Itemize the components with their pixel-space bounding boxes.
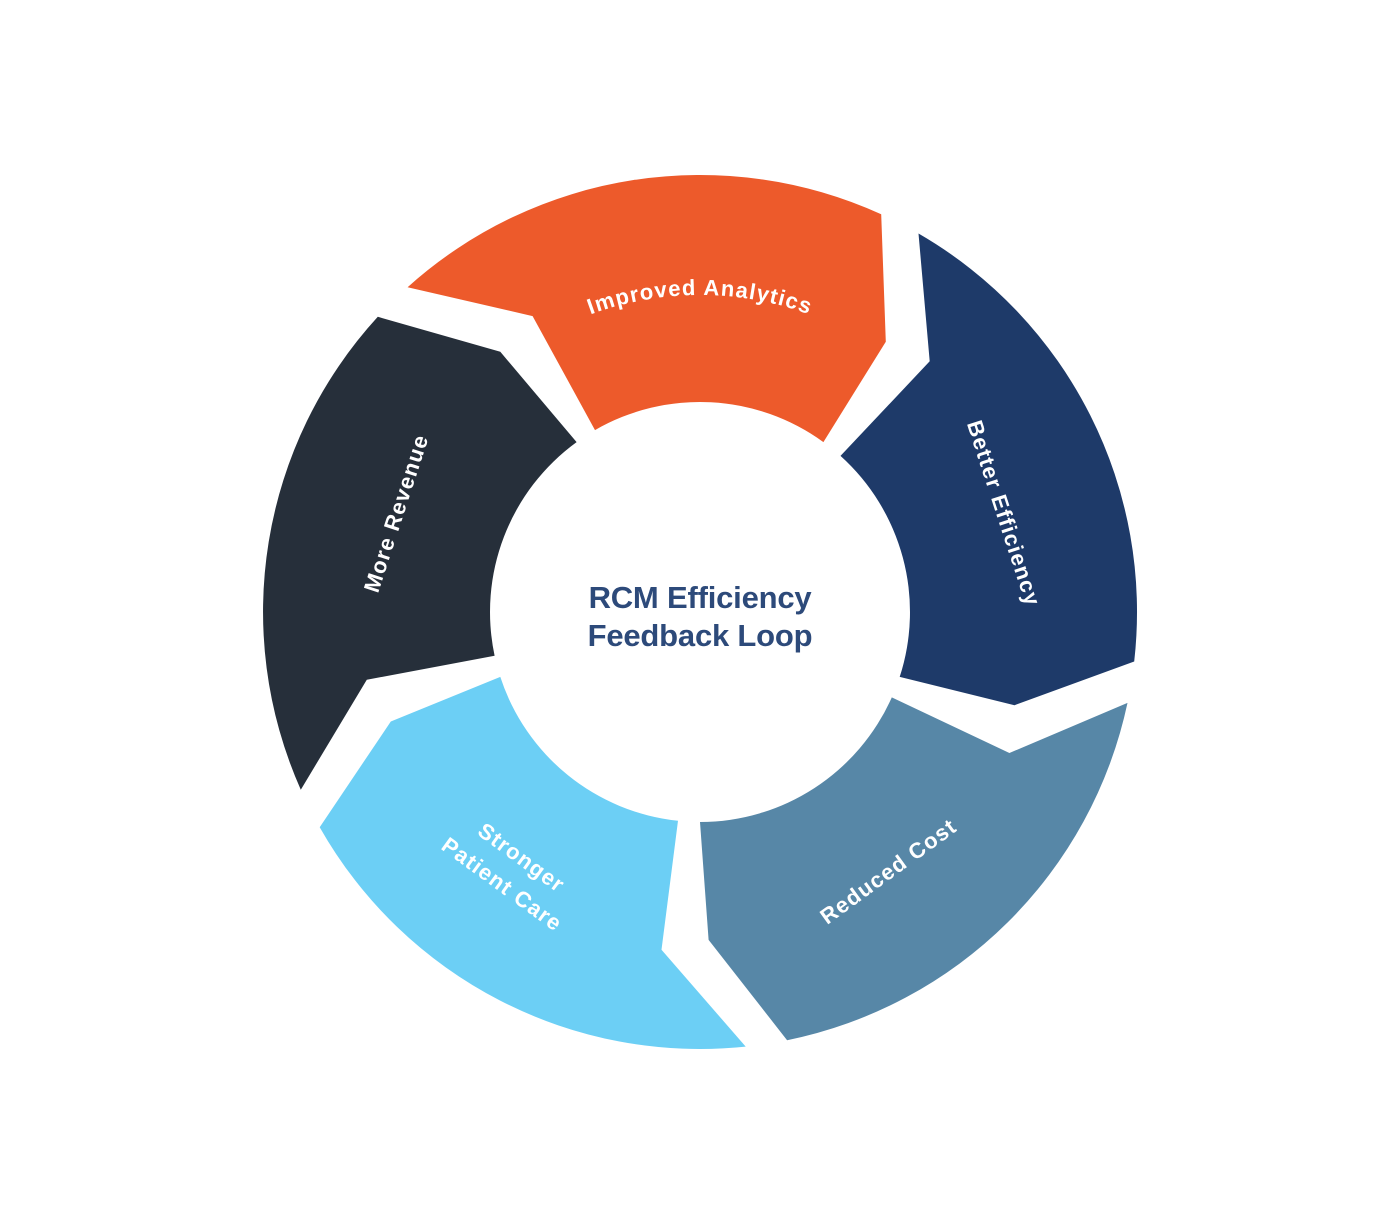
segment-reduced-cost (700, 697, 1128, 1041)
center-title-line2: Feedback Loop (588, 618, 813, 653)
segments-group (263, 174, 1138, 1049)
segment-more-revenue (263, 316, 577, 790)
segment-better-efficiency (840, 233, 1138, 706)
segment-stronger-patient-care (319, 676, 746, 1049)
segment-improved-analytics (407, 174, 886, 443)
center-title-line1: RCM Efficiency (589, 580, 813, 615)
